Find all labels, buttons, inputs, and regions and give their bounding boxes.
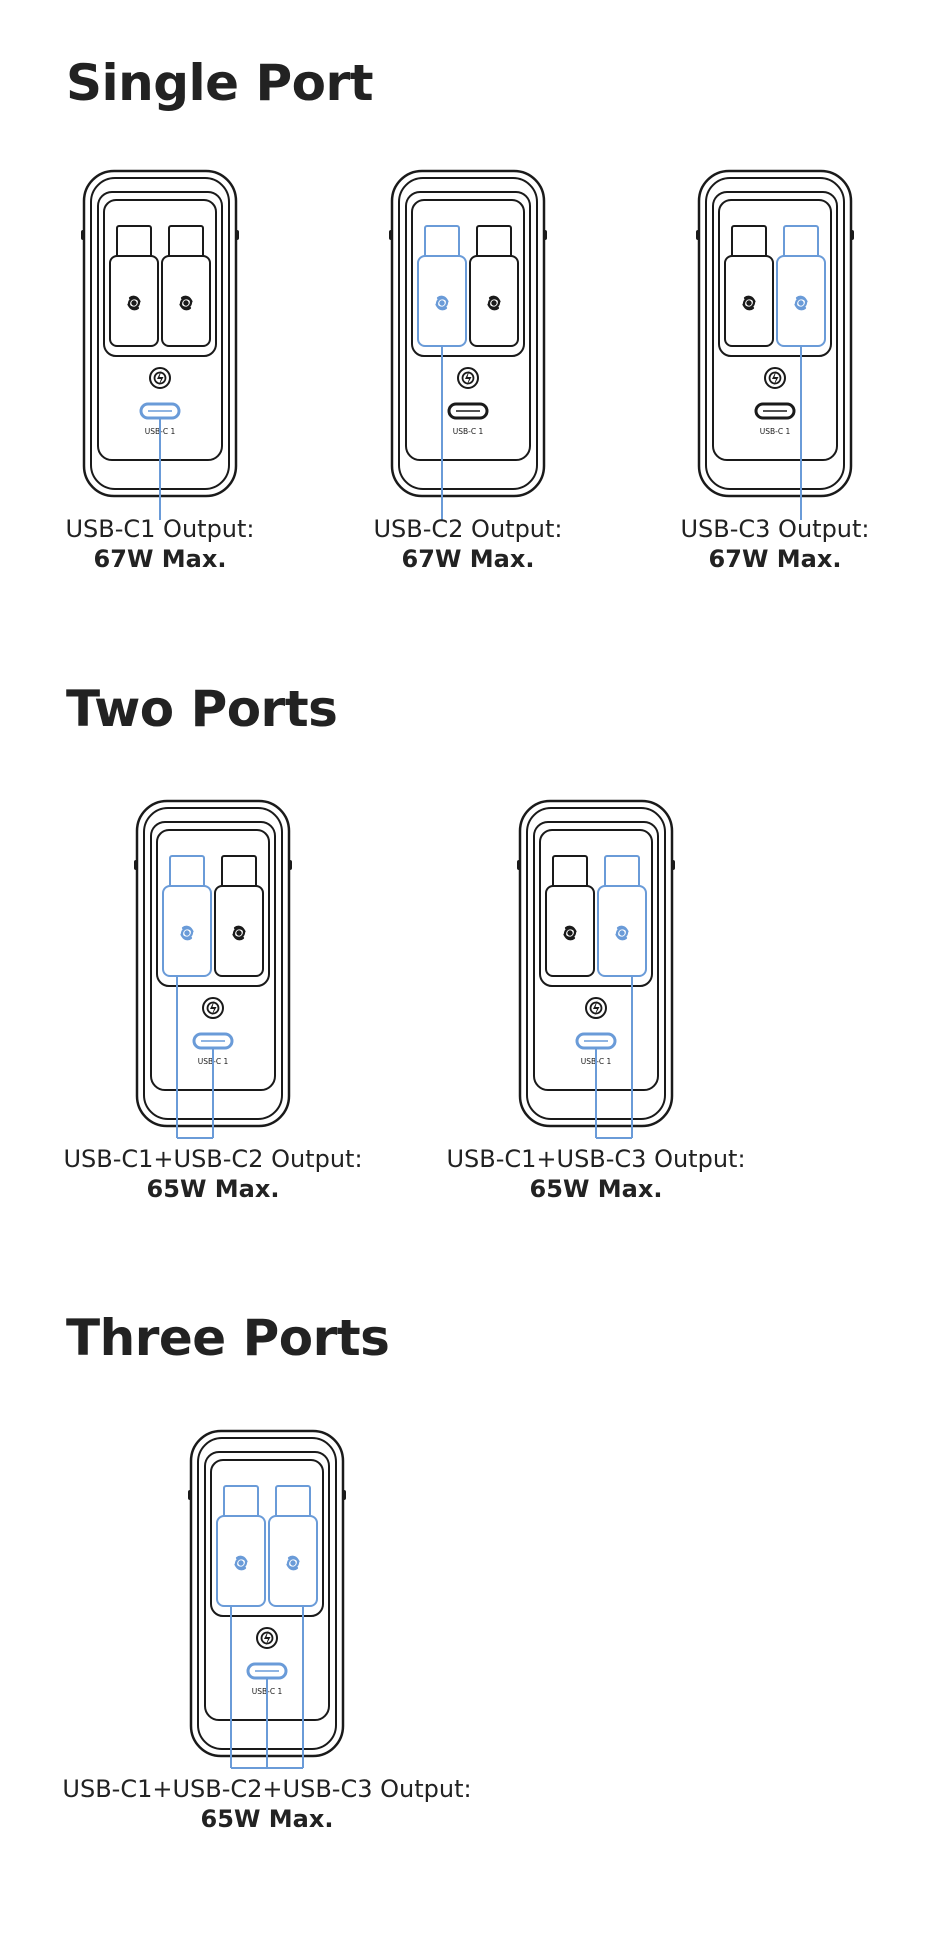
output-label: USB-C1+USB-C2 Output: xyxy=(63,1145,363,1173)
section-title-two-ports: Two Ports xyxy=(66,680,338,738)
charger-diagram-usb-c1: USB-C 1 xyxy=(81,169,239,520)
lightning-circle-icon xyxy=(202,997,224,1019)
caption-usb-c1-c2: USB-C1+USB-C2 Output: 65W Max. xyxy=(43,1144,383,1204)
charger-bezel xyxy=(705,177,845,490)
swirl-logo-icon xyxy=(487,295,501,311)
lightning-circle-icon xyxy=(585,997,607,1019)
lightning-circle-icon xyxy=(457,367,479,389)
charger-diagram-usb-c3: USB-C 1 xyxy=(696,169,854,520)
charger-diagram-usb-c1-c2: USB-C 1 xyxy=(134,799,292,1139)
swirl-logo-icon xyxy=(563,925,577,941)
caption-usb-c1-c2-c3: USB-C1+USB-C2+USB-C3 Output: 65W Max. xyxy=(47,1774,487,1834)
section-title-single-port: Single Port xyxy=(66,54,374,112)
output-label: USB-C2 Output: xyxy=(373,515,563,543)
output-label: USB-C1 Output: xyxy=(65,515,255,543)
max-power-label: 65W Max. xyxy=(200,1805,334,1833)
caption-usb-c3: USB-C3 Output: 67W Max. xyxy=(640,514,910,574)
max-power-label: 65W Max. xyxy=(146,1175,280,1203)
swirl-logo-icon xyxy=(232,925,246,941)
swirl-logo-icon xyxy=(742,295,756,311)
swirl-logo-icon xyxy=(180,925,194,941)
port-label: USB-C 1 xyxy=(760,427,791,436)
max-power-label: 67W Max. xyxy=(93,545,227,573)
swirl-logo-icon xyxy=(435,295,449,311)
output-label: USB-C1+USB-C3 Output: xyxy=(446,1145,746,1173)
max-power-label: 67W Max. xyxy=(401,545,535,573)
charger-diagram-usb-c1-c3: USB-C 1 xyxy=(517,799,675,1139)
charger-diagram-usb-c1-c2-c3: USB-C 1 xyxy=(188,1429,346,1769)
lightning-circle-icon xyxy=(764,367,786,389)
lightning-circle-icon xyxy=(256,1627,278,1649)
output-label: USB-C3 Output: xyxy=(680,515,870,543)
output-label: USB-C1+USB-C2+USB-C3 Output: xyxy=(62,1775,472,1803)
swirl-logo-icon xyxy=(286,1555,300,1571)
charger-diagram-usb-c2: USB-C 1 xyxy=(389,169,547,520)
swirl-logo-icon xyxy=(234,1555,248,1571)
caption-usb-c2: USB-C2 Output: 67W Max. xyxy=(333,514,603,574)
swirl-logo-icon xyxy=(615,925,629,941)
port-label: USB-C 1 xyxy=(453,427,484,436)
max-power-label: 65W Max. xyxy=(529,1175,663,1203)
swirl-logo-icon xyxy=(127,295,141,311)
charger-bezel xyxy=(398,177,538,490)
lightning-circle-icon xyxy=(149,367,171,389)
section-title-three-ports: Three Ports xyxy=(66,1309,390,1367)
swirl-logo-icon xyxy=(179,295,193,311)
swirl-logo-icon xyxy=(794,295,808,311)
max-power-label: 67W Max. xyxy=(708,545,842,573)
caption-usb-c1-c3: USB-C1+USB-C3 Output: 65W Max. xyxy=(426,1144,766,1204)
caption-usb-c1: USB-C1 Output: 67W Max. xyxy=(25,514,295,574)
